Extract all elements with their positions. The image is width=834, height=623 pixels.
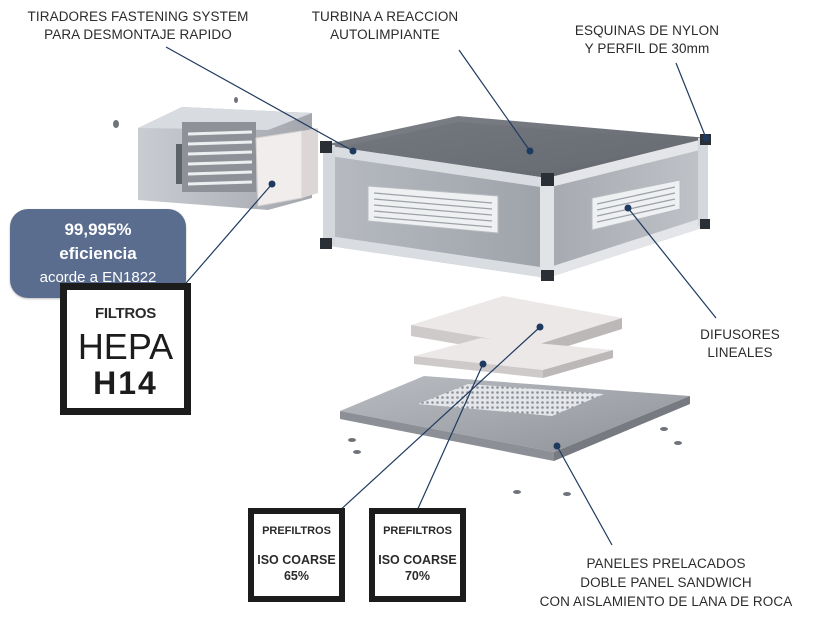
label-paneles-line2: DOBLE PANEL SANDWICH: [580, 575, 752, 590]
fastening-drawer: [138, 107, 312, 210]
base-plate: [340, 376, 690, 461]
label-turbina-line1: TURBINA A REACCION: [311, 9, 459, 24]
label-esquinas-line2: Y PERFIL DE 30mm: [584, 41, 710, 56]
label-tiradores-line2: PARA DESMONTAJE RAPIDO: [44, 27, 232, 42]
label-turbina-line2: AUTOLIMPIANTE: [330, 27, 440, 42]
label-tiradores-line1: TIRADORES FASTENING SYSTEM: [27, 9, 249, 24]
leader-lines: [165, 46, 717, 546]
prefilter-box-65: PREFILTROS ISO COARSE 65%: [248, 508, 345, 602]
label-esquinas: ESQUINAS DE NYLON Y PERFIL DE 30mm: [562, 22, 732, 58]
label-turbina: TURBINA A REACCION AUTOLIMPIANTE: [300, 8, 470, 44]
prefilter-panel-bottom: [414, 338, 613, 378]
purifier-housing: [320, 116, 711, 281]
efficiency-word: eficiencia: [59, 244, 137, 263]
label-difusores-line2: LINEALES: [707, 345, 773, 360]
screws: [113, 97, 682, 496]
hepa-box-class: H14: [93, 365, 158, 401]
prefilter-box-title: PREFILTROS: [262, 525, 331, 537]
hepa-box-type: HEPA: [77, 326, 174, 367]
prefilter-box-70: PREFILTROS ISO COARSE 70%: [369, 508, 466, 602]
prefilter-box-percent: 65%: [283, 569, 310, 583]
leader-dots: [268, 134, 710, 450]
prefilter-box-grade: ISO COARSE: [257, 553, 336, 567]
label-paneles: PANELES PRELACADOS DOBLE PANEL SANDWICH …: [516, 554, 816, 611]
label-paneles-line3: CON AISLAMIENTO DE LANA DE ROCA: [539, 594, 793, 609]
prefilter-box-percent: 70%: [404, 569, 431, 583]
efficiency-standard: acorde a EN1822: [39, 269, 157, 286]
efficiency-value: 99,995%: [64, 220, 132, 239]
hepa-label-box: FILTROS HEPA H14: [60, 283, 191, 415]
hepa-box-title: FILTROS: [95, 305, 156, 322]
prefilter-box-title: PREFILTROS: [383, 525, 452, 537]
hepa-filter-block: [255, 128, 318, 207]
label-difusores: DIFUSORES LINEALES: [690, 326, 790, 362]
label-esquinas-line1: ESQUINAS DE NYLON: [574, 23, 720, 38]
label-paneles-line1: PANELES PRELACADOS: [586, 556, 746, 571]
prefilter-box-grade: ISO COARSE: [378, 553, 457, 567]
label-difusores-line1: DIFUSORES: [700, 327, 780, 342]
label-tiradores: TIRADORES FASTENING SYSTEM PARA DESMONTA…: [20, 8, 256, 44]
